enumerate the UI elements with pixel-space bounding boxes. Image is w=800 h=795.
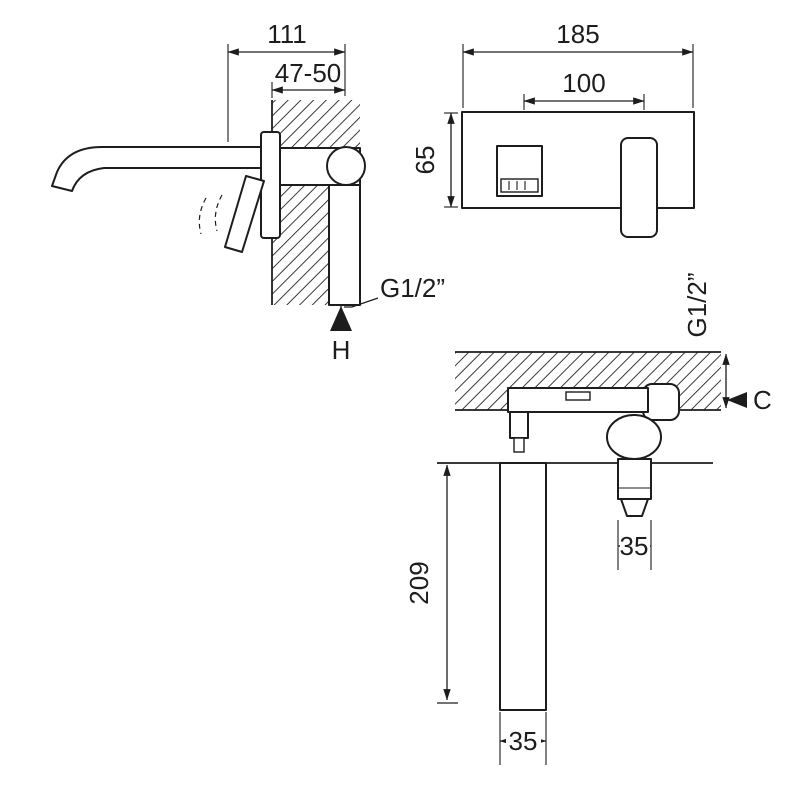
datum-h-triangle-icon <box>330 306 352 331</box>
tailpiece-cone <box>620 498 649 517</box>
aerator-stem <box>513 437 525 453</box>
spout-projection-body <box>499 462 547 711</box>
dim-35-handle-label: 35 <box>620 531 649 561</box>
dim-100-label: 100 <box>562 68 605 98</box>
datum-c-label: C <box>753 385 772 415</box>
dim-35-spout-label: 35 <box>509 726 538 756</box>
handle-lever <box>224 175 265 253</box>
datum-c-triangle-icon <box>727 392 747 408</box>
dim-209-label: 209 <box>404 561 434 604</box>
handle-motion-arc <box>198 197 207 235</box>
dim-185-label: 185 <box>556 19 599 49</box>
label-mask <box>506 728 541 754</box>
dim-111-label: 111 <box>267 19 307 49</box>
spout-tip <box>509 411 529 439</box>
handle-front <box>620 137 658 238</box>
handle-motion-arc <box>214 194 223 232</box>
label-mask <box>620 533 650 559</box>
dim-65-label: 65 <box>410 146 440 175</box>
spout-logo-detail <box>565 391 591 401</box>
escutcheon-round <box>606 414 662 460</box>
thread-label-plan: G1/2” <box>682 272 712 337</box>
plan-view: G1/2” C 209 35 35 <box>404 272 772 765</box>
side-view: H G1/2” 111 47-50 <box>51 19 445 365</box>
dim-47-50-label: 47-50 <box>275 58 342 88</box>
front-view: 185 100 65 <box>410 19 695 238</box>
aerator-slot <box>500 178 539 193</box>
inlet-pipe <box>328 184 361 306</box>
cartridge-circle <box>326 146 366 186</box>
datum-h-label: H <box>332 335 351 365</box>
valve-tailpiece <box>617 458 652 500</box>
thread-leader-line <box>344 297 379 308</box>
thread-label-side: G1/2” <box>380 273 445 303</box>
spout-profile <box>51 146 262 192</box>
escutcheon-plate <box>260 131 281 239</box>
